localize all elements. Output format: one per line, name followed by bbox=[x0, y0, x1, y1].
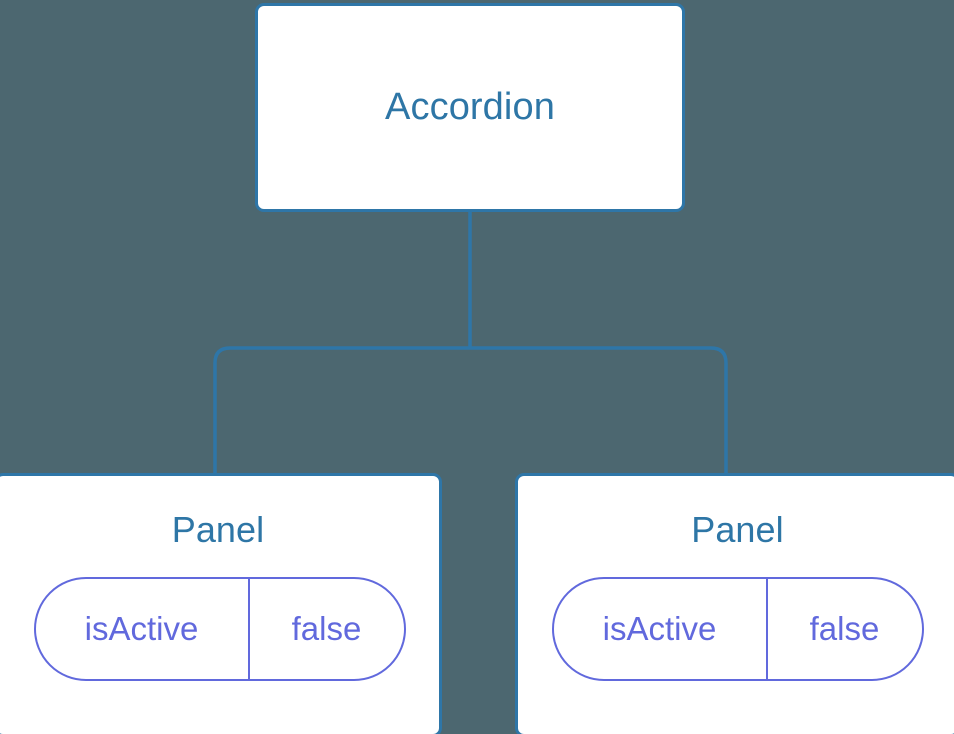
node-accordion[interactable]: Accordion bbox=[255, 3, 685, 212]
connector-child-bus bbox=[213, 346, 728, 473]
prop-pill-left[interactable]: isActive false bbox=[33, 576, 406, 681]
node-panel-left-title: Panel bbox=[171, 509, 265, 550]
prop-value-left: false bbox=[291, 610, 362, 648]
prop-key-right: isActive bbox=[554, 578, 768, 679]
node-panel-left[interactable]: Panel isActive false bbox=[0, 473, 442, 734]
node-accordion-title: Accordion bbox=[385, 85, 555, 128]
prop-key-left: isActive bbox=[36, 578, 250, 679]
node-panel-right-title: Panel bbox=[691, 509, 784, 550]
prop-pill-right[interactable]: isActive false bbox=[551, 576, 924, 681]
prop-value-right: false bbox=[809, 610, 880, 648]
node-panel-right[interactable]: Panel isActive false bbox=[515, 473, 954, 734]
